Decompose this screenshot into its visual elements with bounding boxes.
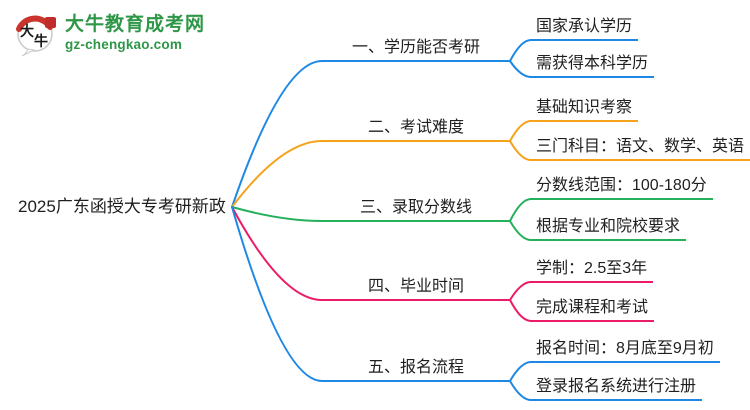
branch-node: 二、考试难度 (322, 116, 510, 142)
icon-char-da: 大 (20, 23, 34, 39)
branch-node: 五、报名流程 (322, 356, 510, 382)
branch-link-curve (231, 206, 323, 222)
leaf-link-curve (509, 220, 532, 241)
leaf-link-curve (509, 198, 532, 222)
leaf-link-curve (509, 140, 532, 161)
leaf-link-curve (509, 281, 532, 301)
leaf-node: 完成课程和考试 (530, 296, 655, 322)
branch-node: 一、学历能否考研 (322, 36, 510, 62)
site-name: 大牛教育成考网 (65, 13, 206, 35)
site-domain: gz-chengkao.com (65, 36, 183, 52)
red-seal-icon (45, 17, 56, 28)
leaf-node: 国家承认学历 (530, 15, 639, 41)
branch-node: 四、毕业时间 (322, 275, 510, 301)
logo-text-block: 大牛教育成考网 gz-chengkao.com (65, 14, 205, 52)
branch-link-curve (231, 206, 323, 301)
leaf-node: 需获得本科学历 (530, 52, 655, 78)
mindmap-root-node: 2025广东函授大专考研新政 (18, 197, 226, 216)
leaf-link-curve (509, 60, 532, 78)
leaf-node: 三门科目：语文、数学、英语 (530, 135, 750, 161)
branch-link-curve (231, 140, 323, 208)
leaf-link-curve (509, 380, 532, 401)
leaf-node: 分数线范围：100-180分 (530, 174, 713, 200)
leaf-node: 报名时间：8月底至9月初 (530, 337, 720, 363)
leaf-link-curve (509, 299, 532, 322)
branch-node: 三、录取分数线 (322, 196, 510, 222)
branch-link-curve (231, 206, 323, 382)
leaf-node: 根据专业和院校要求 (530, 215, 687, 241)
site-logo[interactable]: 大 牛 大牛教育成考网 gz-chengkao.com (14, 10, 205, 56)
branch-link-curve (231, 60, 323, 208)
daniu-bubble-icon: 大 牛 (16, 15, 56, 56)
leaf-node: 登录报名系统进行注册 (530, 375, 703, 401)
leaf-node: 学制：2.5至3年 (530, 257, 654, 283)
leaf-link-curve (509, 361, 532, 382)
leaf-link-curve (509, 120, 532, 142)
icon-char-niu: 牛 (34, 33, 48, 49)
leaf-link-curve (509, 39, 532, 62)
leaf-node: 基础知识考察 (530, 96, 639, 122)
